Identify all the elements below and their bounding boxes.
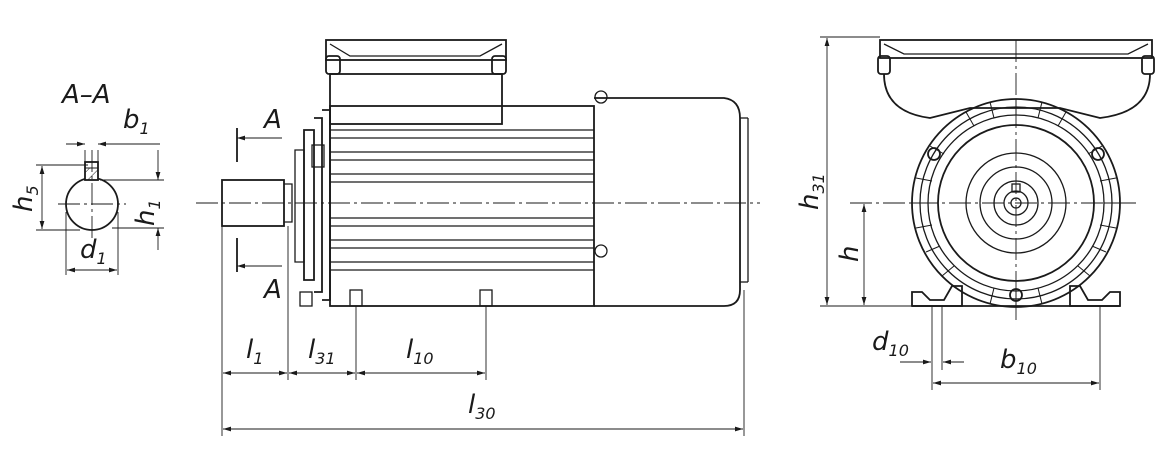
dim-d10-label: d10 (872, 327, 909, 360)
side-view: A A l1 l31 l10 l30 (196, 39, 760, 436)
cooling-fins (330, 129, 594, 271)
dim-d1-label: d1 (80, 235, 107, 268)
frame-fins (912, 99, 1120, 307)
fan-cowl (594, 97, 741, 307)
section-view: A–A b1 h5 h1 (9, 80, 164, 275)
section-title: A–A (60, 80, 111, 110)
dim-l10-label: l10 (406, 335, 434, 368)
dim-h1-label: h1 (131, 199, 164, 226)
mounting-feet (911, 285, 963, 307)
dim-l30-label: l30 (468, 390, 496, 423)
dim-h5-label: h5 (9, 185, 42, 212)
dim-h31-label: h31 (795, 173, 828, 210)
motor-body (329, 105, 595, 307)
cut-marker-bottom: A (236, 238, 282, 305)
terminal-box (325, 39, 507, 125)
svg-text:A: A (262, 275, 282, 305)
dim-b1-label: b1 (123, 105, 150, 138)
end-view: h31 h d10 b10 (795, 36, 1155, 390)
dim-l1-label: l1 (246, 335, 263, 368)
dim-h-label: h (835, 246, 865, 262)
svg-text:A: A (262, 105, 282, 135)
cut-marker-top: A (236, 105, 282, 162)
dim-b10-label: b10 (1000, 345, 1037, 378)
dim-l31-label: l31 (308, 335, 336, 368)
